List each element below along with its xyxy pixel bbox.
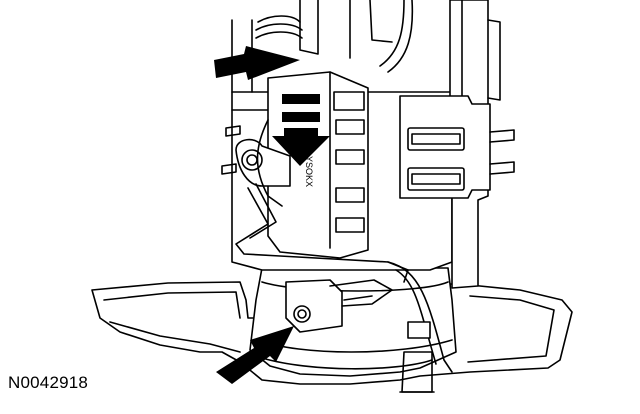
callout-arrow-right-icon (214, 46, 300, 80)
callout-arrow-down-icon (272, 94, 330, 166)
callout-arrow-up-right-icon (216, 326, 294, 384)
clip-lever (221, 119, 291, 207)
lower-clip (285, 279, 393, 333)
component-marking: YSOKX (304, 156, 314, 187)
shift-rod (235, 183, 453, 373)
reference-number: N0042918 (8, 373, 89, 392)
right-bracket (399, 95, 515, 199)
spring-coil (255, 0, 414, 73)
lower-right-block (399, 321, 435, 393)
